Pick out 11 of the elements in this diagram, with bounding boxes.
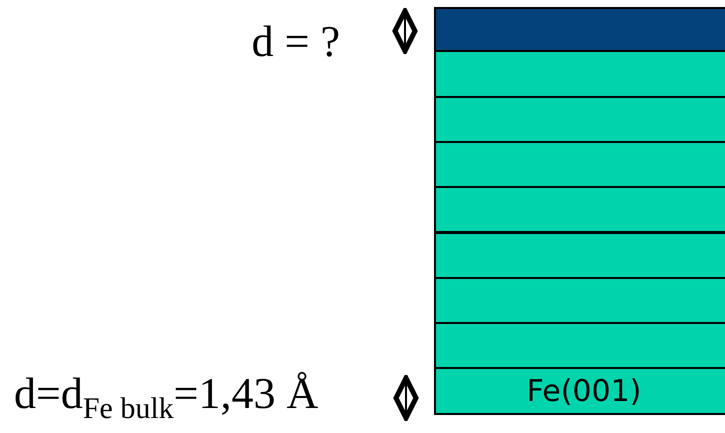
atomic-layer (434, 96, 725, 143)
substrate-layer: Fe(001) (434, 367, 725, 415)
spacing-label: d=d$_{Fe bulk}$=1,43 Å (14, 372, 318, 416)
atomic-layer (434, 232, 725, 279)
atomic-layer (434, 322, 725, 370)
atomic-layer (434, 186, 725, 234)
atomic-layer (434, 276, 725, 324)
atomic-layer (434, 50, 725, 98)
atomic-layer (434, 140, 725, 188)
atomic-layer (434, 7, 725, 52)
spacing-label: d = ? (252, 20, 340, 64)
